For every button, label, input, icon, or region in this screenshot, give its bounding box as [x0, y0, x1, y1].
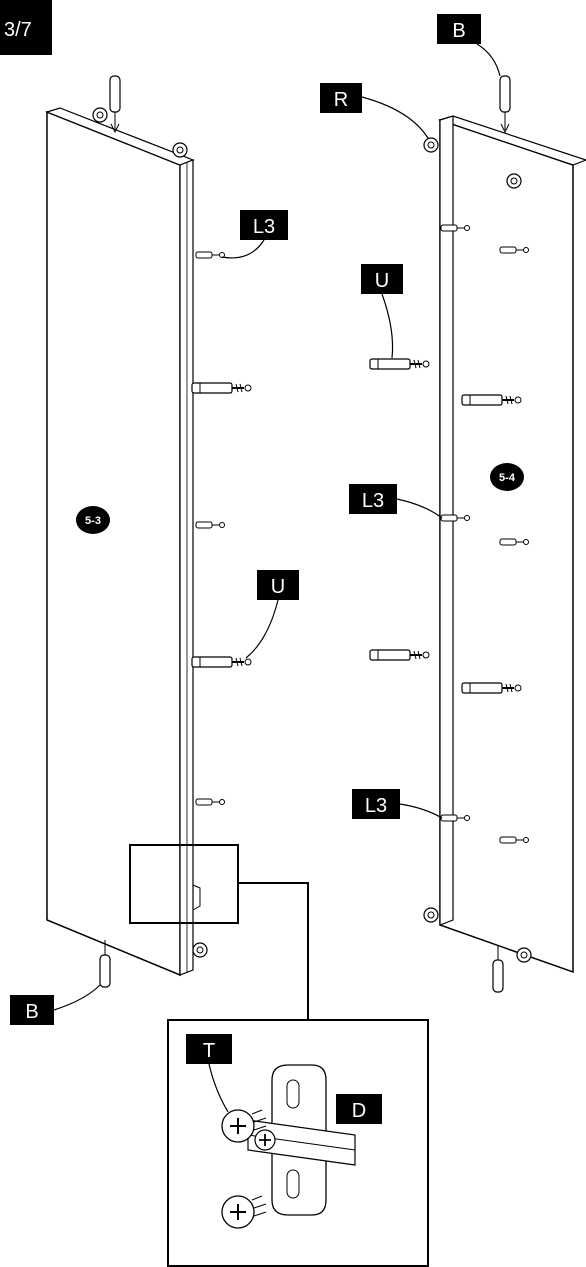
panel-badge — [490, 463, 524, 491]
part-label-b: B — [452, 20, 465, 42]
cam-bolt-icon — [499, 836, 529, 844]
connector-bolt-icon — [191, 382, 252, 394]
connector-bolt-icon — [369, 358, 430, 370]
part-label-d: D — [352, 1100, 366, 1122]
screw-icon — [254, 1129, 276, 1151]
left-panel — [45, 107, 195, 977]
connector-bolt-icon — [191, 656, 252, 668]
part-label-l3: L3 — [362, 490, 384, 512]
screw-icon — [221, 1195, 267, 1229]
part-label-l3: L3 — [365, 795, 387, 817]
part-label-l3: L3 — [253, 216, 275, 238]
cam-bolt-icon — [440, 514, 470, 522]
step-number: 3/7 — [4, 19, 32, 41]
part-label-u: U — [271, 576, 285, 598]
connector-bolt-icon — [369, 649, 430, 661]
panel-number: 5-4 — [499, 472, 516, 484]
panel-badge — [76, 506, 110, 534]
part-label-t: T — [203, 1040, 215, 1062]
step-badge — [0, 0, 52, 55]
part-label-b: B — [25, 1001, 38, 1023]
dowel-icon — [109, 75, 121, 134]
cam-lock-icon — [423, 137, 439, 153]
panel-number: 5-3 — [85, 515, 101, 527]
cam-lock-icon — [516, 947, 532, 963]
cam-bolt-icon — [195, 798, 225, 806]
cam-bolt-icon — [499, 538, 529, 546]
dowel-icon — [99, 940, 111, 988]
screw-icon — [221, 1109, 267, 1143]
dowel-icon — [492, 945, 504, 993]
dowel-icon — [499, 75, 511, 134]
cam-lock-icon — [92, 107, 108, 123]
cam-bolt-icon — [440, 814, 470, 822]
part-label-r: R — [334, 89, 348, 111]
right-panel — [438, 115, 586, 974]
part-label-u: U — [375, 270, 389, 292]
hinge-icon — [247, 1064, 356, 1216]
cam-lock-icon — [423, 907, 439, 923]
cam-lock-icon — [192, 942, 208, 958]
cam-bolt-icon — [440, 224, 470, 232]
cam-lock-icon — [506, 173, 522, 189]
cam-lock-icon — [172, 142, 188, 158]
cam-bolt-icon — [499, 246, 529, 254]
cam-bolt-icon — [195, 251, 225, 259]
cam-bolt-icon — [195, 521, 225, 529]
